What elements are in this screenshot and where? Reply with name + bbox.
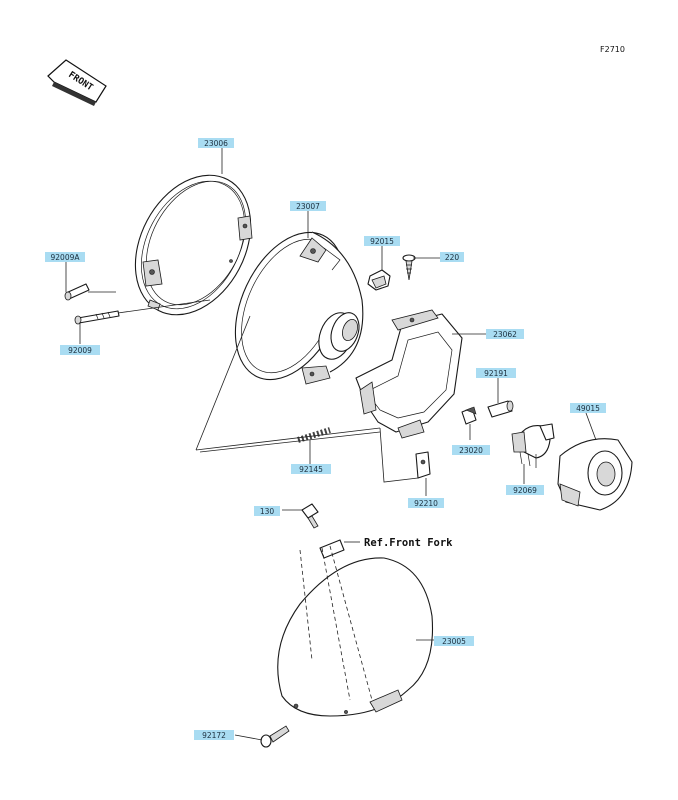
leader-lines [65, 147, 597, 741]
part-bolt-130 [301, 503, 319, 529]
alignment-lines [299, 545, 373, 701]
label-92210[interactable]: 92210 [408, 498, 444, 508]
part-headlight-unit [234, 231, 364, 385]
ref-front-fork-note: Ref.Front Fork [364, 537, 453, 549]
label-49015[interactable]: 49015 [570, 403, 606, 413]
part-screw-220 [402, 254, 416, 281]
label-220[interactable]: 220 [440, 252, 464, 262]
part-socket [461, 406, 477, 425]
label-92015-text: 92015 [370, 237, 394, 246]
part-rubber-cover [557, 438, 633, 511]
label-92172[interactable]: 92172 [194, 730, 234, 740]
label-92172-text: 92172 [202, 731, 226, 740]
part-rim-ring [134, 174, 253, 316]
assembly-bracket-lines [88, 291, 419, 483]
part-mount-bracket [355, 309, 463, 439]
label-92210-text: 92210 [414, 499, 438, 508]
diagram-code: F2710 [600, 45, 625, 54]
label-23006[interactable]: 23006 [198, 138, 234, 148]
front-arrow-icon: FRONT [47, 59, 107, 106]
label-92009a[interactable]: 92009A [45, 252, 85, 262]
part-plate [415, 451, 431, 479]
label-23006-text: 23006 [204, 139, 228, 148]
part-bulb [511, 423, 555, 468]
label-23007-text: 23007 [296, 202, 320, 211]
part-bolt-92009 [74, 310, 120, 325]
label-92009a-text: 92009A [51, 253, 81, 262]
part-screw-92172 [260, 725, 290, 748]
label-92145-text: 92145 [299, 465, 323, 474]
label-92009-text: 92009 [68, 346, 92, 355]
label-23005[interactable]: 23005 [434, 636, 474, 646]
label-220-text: 220 [445, 253, 460, 262]
part-spring [297, 427, 331, 443]
label-23020-text: 23020 [459, 446, 483, 455]
label-92009[interactable]: 92009 [60, 345, 100, 355]
part-collar [487, 400, 514, 418]
part-clip-nut [367, 269, 391, 291]
label-49015-text: 49015 [576, 404, 600, 413]
label-23062[interactable]: 23062 [486, 329, 524, 339]
label-130-text: 130 [260, 507, 275, 516]
part-bolt-92009a [64, 283, 90, 301]
label-92191[interactable]: 92191 [476, 368, 516, 378]
label-23020[interactable]: 23020 [452, 445, 490, 455]
label-92069-text: 92069 [513, 486, 537, 495]
label-130[interactable]: 130 [254, 506, 280, 516]
label-92069[interactable]: 92069 [506, 485, 544, 495]
label-23005-text: 23005 [442, 637, 466, 646]
part-headlight-housing [277, 539, 434, 717]
label-23007[interactable]: 23007 [290, 201, 326, 211]
label-92145[interactable]: 92145 [291, 464, 331, 474]
label-92015[interactable]: 92015 [364, 236, 400, 246]
label-92191-text: 92191 [484, 369, 508, 378]
label-23062-text: 23062 [493, 330, 517, 339]
